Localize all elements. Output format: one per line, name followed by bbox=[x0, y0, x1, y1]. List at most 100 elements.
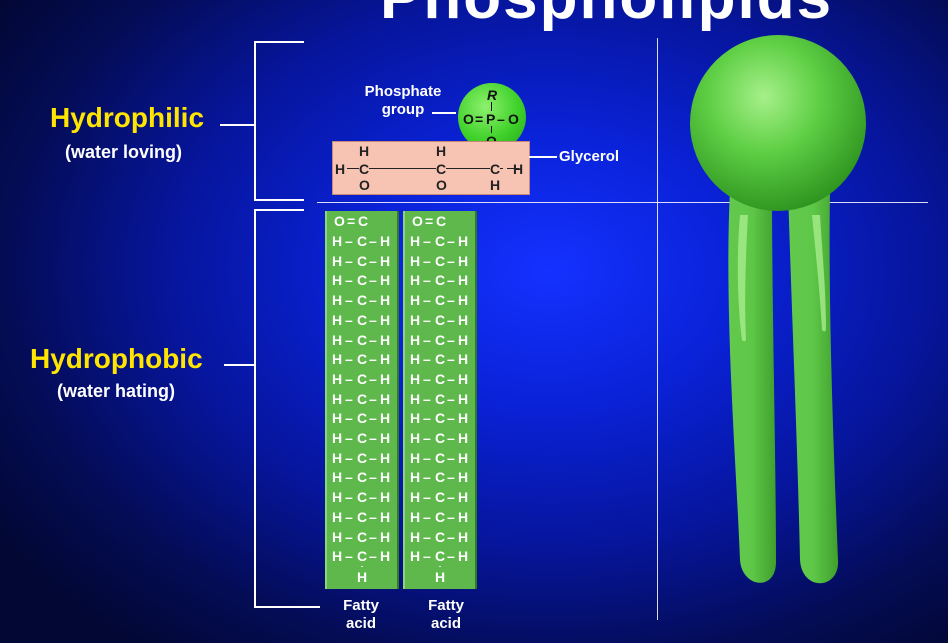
phosphate-dash: – bbox=[497, 111, 505, 127]
fatty-acid-label-2-line1: Fatty bbox=[428, 597, 464, 614]
chain-c: C bbox=[357, 250, 368, 271]
chain-row: H–C–H bbox=[327, 231, 397, 251]
chain-row: H–C–H bbox=[405, 250, 475, 271]
chain-h-right: H bbox=[380, 351, 391, 368]
slide-title: Phospholipids bbox=[380, 0, 833, 33]
hydrophilic-label: Hydrophilic bbox=[50, 102, 205, 133]
glycerol-bond-right bbox=[507, 168, 519, 169]
model-tail-left-highlight bbox=[737, 215, 748, 342]
chain-c: C bbox=[357, 270, 368, 291]
chain-h-left: H bbox=[332, 331, 343, 348]
chain-row: H–C–H bbox=[405, 290, 475, 311]
chain-h-left: H bbox=[410, 233, 421, 249]
phosphate-bond-top bbox=[491, 102, 492, 111]
chain-c: C bbox=[435, 408, 446, 429]
chain-row: H–C–H bbox=[405, 506, 475, 527]
chain-h-right: H bbox=[380, 292, 391, 309]
chain-h-right: H bbox=[458, 489, 469, 506]
chain-row: H bbox=[405, 567, 475, 587]
chain-c: C bbox=[435, 388, 446, 409]
chain-dash: – bbox=[369, 430, 377, 446]
chain-double-bond: = bbox=[425, 213, 434, 229]
chain-h-right: H bbox=[380, 449, 391, 466]
phosphate-label-line2: group bbox=[381, 101, 425, 118]
chain-row: H–C–H bbox=[405, 388, 475, 409]
chain-c: C bbox=[357, 487, 368, 508]
chain-row: H–C–H bbox=[327, 467, 397, 488]
chain-dash: – bbox=[423, 430, 431, 446]
chain-c: C bbox=[435, 546, 446, 567]
chain-h-right: H bbox=[458, 370, 469, 387]
chain-c: C bbox=[358, 211, 369, 231]
phosphate-o-right: O bbox=[508, 111, 519, 127]
glycerol-o2: O bbox=[436, 177, 447, 193]
fatty-acid-label-2: Fatty acid bbox=[418, 597, 474, 633]
chain-row: H–C–H bbox=[327, 290, 397, 311]
hydrophobic-bracket-bottom bbox=[254, 606, 320, 608]
fatty-acid-label-2-line2: acid bbox=[430, 615, 461, 632]
hydrophilic-pointer bbox=[220, 124, 254, 126]
chain-dash: – bbox=[447, 508, 455, 525]
chain-c: C bbox=[435, 526, 446, 547]
chain-row: O=C bbox=[405, 211, 475, 231]
chain-c: C bbox=[357, 368, 368, 389]
chain-dash: – bbox=[369, 410, 377, 427]
fatty-acid-label-1-line1: Fatty bbox=[343, 597, 379, 614]
chain-h-left: H bbox=[332, 351, 343, 368]
chain-h-left: H bbox=[410, 351, 421, 368]
chain-h-left: H bbox=[410, 311, 421, 328]
chain-dash: – bbox=[423, 410, 431, 427]
fatty-acid-label-1-line2: acid bbox=[345, 615, 376, 632]
chain-row: H–C–H bbox=[405, 467, 475, 488]
chain-row: H–C–H bbox=[327, 349, 397, 370]
chain-dash: – bbox=[423, 469, 431, 486]
model-head bbox=[690, 35, 866, 211]
chain-c: C bbox=[435, 467, 446, 488]
chain-row: H–C–H bbox=[327, 447, 397, 468]
chain-dash: – bbox=[423, 351, 431, 368]
chain-h-left: H bbox=[410, 272, 421, 289]
chain-h-left: H bbox=[332, 233, 343, 249]
hydrophobic-label: Hydrophobic bbox=[30, 343, 203, 374]
chain-c: C bbox=[435, 290, 446, 311]
chain-h-left: H bbox=[410, 449, 421, 466]
chain-h-right: H bbox=[380, 233, 391, 249]
model-tail-right bbox=[788, 190, 839, 584]
chain-row: H–C–H bbox=[405, 546, 475, 567]
glycerol-c2: C bbox=[436, 161, 447, 177]
chain-h-left: H bbox=[410, 410, 421, 427]
glycerol-o1: O bbox=[359, 177, 370, 193]
chain-dash: – bbox=[447, 548, 455, 565]
phosphate-label-line1: Phosphate bbox=[364, 83, 442, 100]
chain-h-right: H bbox=[458, 390, 469, 407]
chain-h-right: H bbox=[380, 469, 391, 486]
chain-h-left: H bbox=[410, 370, 421, 387]
chain-row: H–C–H bbox=[327, 329, 397, 350]
glycerol-backbone: H H C O H C O C H H bbox=[332, 141, 530, 195]
chain-h-right: H bbox=[458, 548, 469, 565]
chain-dash: – bbox=[345, 370, 353, 387]
chain-dash: – bbox=[345, 351, 353, 368]
chain-row: H–C–H bbox=[405, 408, 475, 429]
glycerol-pointer bbox=[529, 156, 557, 158]
chain-dash: – bbox=[369, 508, 377, 525]
chain-row: H–C–H bbox=[327, 506, 397, 527]
hydrophobic-bracket-top bbox=[254, 209, 304, 211]
chain-h-left: H bbox=[332, 508, 343, 525]
chain-h-right: H bbox=[458, 508, 469, 525]
chain-o: O bbox=[412, 213, 423, 229]
chain-row: H–C–H bbox=[405, 447, 475, 468]
hydrophobic-sublabel: (water hating) bbox=[57, 381, 176, 401]
chain-dash: – bbox=[345, 508, 353, 525]
chain-dash: – bbox=[369, 390, 377, 407]
chain-h-left: H bbox=[332, 430, 343, 446]
chain-dash: – bbox=[447, 331, 455, 348]
chain-c: C bbox=[357, 309, 368, 330]
chain-h-right: H bbox=[458, 528, 469, 545]
chain-dash: – bbox=[369, 489, 377, 506]
chain-dash: – bbox=[369, 311, 377, 328]
chain-dash: – bbox=[447, 292, 455, 309]
glycerol-c3: C bbox=[490, 161, 501, 177]
fatty-acid-label-1: Fatty acid bbox=[333, 597, 389, 633]
chain-dash: – bbox=[423, 489, 431, 506]
